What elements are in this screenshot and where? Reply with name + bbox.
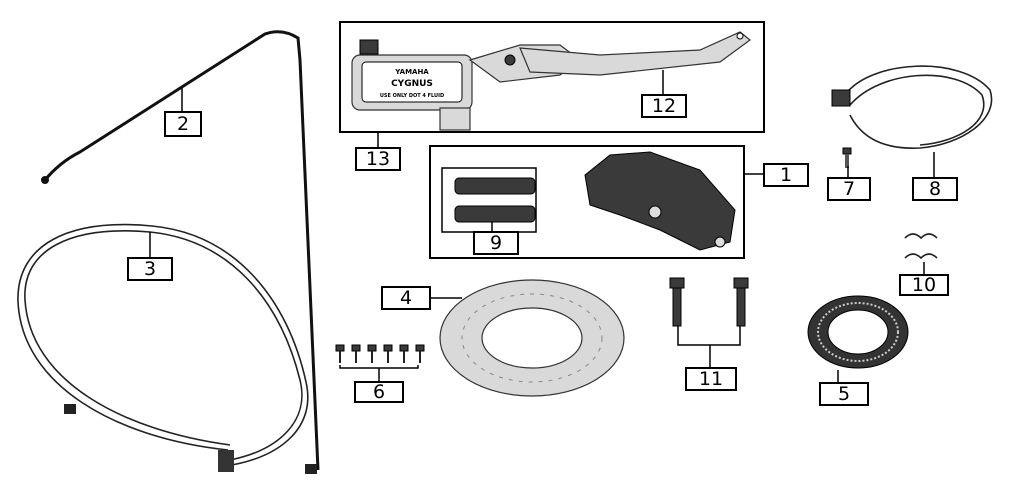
master-cylinder-part-13: YAMAHA CYGNUS USE ONLY DOT 4 FLUID: [351, 39, 581, 131]
callout-3: 3: [127, 257, 173, 281]
reservoir-brand-text: YAMAHA: [394, 68, 429, 76]
callout-2: 2: [164, 111, 202, 137]
abs-ring-part-5: [807, 295, 909, 369]
callout-6: 6: [354, 381, 404, 403]
callout-8: 8: [912, 177, 958, 201]
bolt-part-7: [842, 147, 852, 168]
clips-part-10: [904, 233, 938, 260]
callout-label: 2: [177, 113, 189, 135]
brake-hose-part-2: [41, 30, 320, 474]
brake-hose-part-3: [17, 223, 309, 472]
callout-label: 8: [929, 178, 941, 200]
pins-part-11: [669, 277, 749, 327]
callout-7: 7: [827, 177, 871, 201]
callout-5: 5: [819, 382, 869, 406]
screws-part-6: [335, 344, 425, 363]
callout-13: 13: [355, 147, 401, 171]
callout-label: 4: [400, 287, 412, 309]
callout-label: 5: [838, 383, 850, 405]
callout-12: 12: [641, 94, 687, 118]
callout-11: 11: [685, 367, 737, 391]
callout-4: 4: [381, 286, 431, 310]
callout-label: 3: [144, 258, 156, 280]
reservoir-notice-text: USE ONLY DOT 4 FLUID: [380, 93, 444, 99]
caliper-frame: [429, 145, 745, 259]
callout-label: 10: [912, 274, 936, 296]
leader-lines: [149, 70, 935, 383]
brake-disc-part-4: [439, 279, 625, 397]
callout-label: 6: [373, 381, 385, 403]
callout-label: 11: [699, 368, 723, 390]
callout-label: 1: [780, 164, 792, 186]
callout-1: 1: [763, 163, 809, 187]
callout-10: 10: [899, 274, 949, 296]
callout-label: 9: [490, 232, 502, 254]
brake-lever-part-12: [504, 31, 751, 76]
callout-label: 7: [843, 178, 855, 200]
reservoir-model-text: CYGNUS: [391, 79, 433, 89]
callout-label: 13: [366, 148, 390, 170]
master-cylinder-frame: [339, 21, 765, 133]
abs-sensor-part-8: [831, 65, 993, 149]
brake-caliper-part-1: [584, 151, 736, 251]
brake-pads-part-9: [441, 167, 537, 233]
callout-label: 12: [652, 95, 676, 117]
callout-9: 9: [473, 231, 519, 255]
